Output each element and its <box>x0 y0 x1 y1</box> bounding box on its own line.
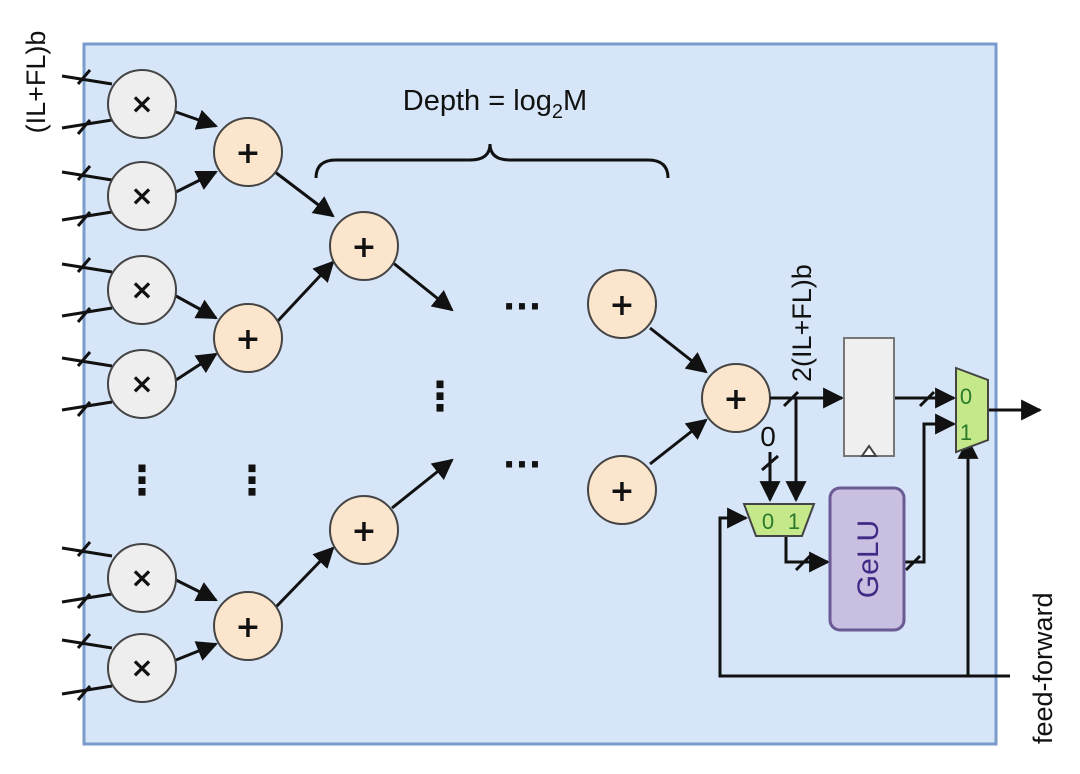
vertical-ellipsis-adders: ⋮ <box>232 458 272 504</box>
multiplier-node: × <box>107 633 177 703</box>
adder-node: + <box>587 455 657 525</box>
tree-connections <box>175 109 708 662</box>
accumulator-input-mux: 0 1 <box>742 503 816 537</box>
mux-left-input-1: 1 <box>788 509 800 534</box>
vertical-ellipsis-middle: ⋮ <box>420 374 460 420</box>
multiplier-node: × <box>107 69 177 139</box>
accumulator-width-label: 2(IL+FL)b <box>787 264 817 382</box>
adder-node: + <box>213 591 283 661</box>
adder-tree: + + + + + + + + <box>213 117 771 661</box>
gelu-block: GeLU <box>828 486 906 632</box>
clock-triangle-icon <box>860 444 878 457</box>
multiplier-column: × × × × × × <box>107 69 177 703</box>
depth-brace <box>314 143 670 179</box>
add-symbol: + <box>351 230 376 265</box>
gelu-label: GeLU <box>852 520 885 598</box>
adder-node: + <box>213 117 283 187</box>
multiply-symbol: × <box>130 561 153 594</box>
zero-input-label: 0 <box>760 421 776 452</box>
feed-forward-label: feed-forward <box>1028 592 1058 744</box>
multiply-symbol: × <box>130 87 153 120</box>
mux-right-input-1: 1 <box>960 420 972 445</box>
add-symbol: + <box>235 136 260 171</box>
accumulator-register <box>843 337 895 457</box>
depth-label: Depth = log2M <box>403 85 587 123</box>
multiply-symbol: × <box>130 273 153 306</box>
horizontal-ellipsis-top: ··· <box>503 287 542 327</box>
output-datapath <box>718 387 1043 678</box>
add-symbol: + <box>723 382 748 417</box>
multiplier-node: × <box>107 543 177 613</box>
add-symbol: + <box>351 514 376 549</box>
multiplier-node: × <box>107 349 177 419</box>
input-lines <box>61 69 113 701</box>
mux-right-input-0: 0 <box>960 384 972 409</box>
adder-node: + <box>329 211 399 281</box>
adder-node: + <box>329 495 399 565</box>
output-mux: 0 1 <box>955 366 989 454</box>
adder-node: + <box>213 303 283 373</box>
multiply-symbol: × <box>130 651 153 684</box>
add-symbol: + <box>609 288 634 323</box>
vertical-ellipsis-multipliers: ⋮ <box>122 458 162 504</box>
adder-node: + <box>587 269 657 339</box>
multiply-symbol: × <box>130 367 153 400</box>
add-symbol: + <box>609 474 634 509</box>
multiplier-node: × <box>107 255 177 325</box>
add-symbol: + <box>235 322 260 357</box>
multiply-symbol: × <box>130 179 153 212</box>
mux-left-input-0: 0 <box>762 509 774 534</box>
horizontal-ellipsis-bottom: ··· <box>503 445 542 485</box>
multiplier-node: × <box>107 161 177 231</box>
input-width-label: (IL+FL)b <box>21 31 51 134</box>
add-symbol: + <box>235 610 260 645</box>
